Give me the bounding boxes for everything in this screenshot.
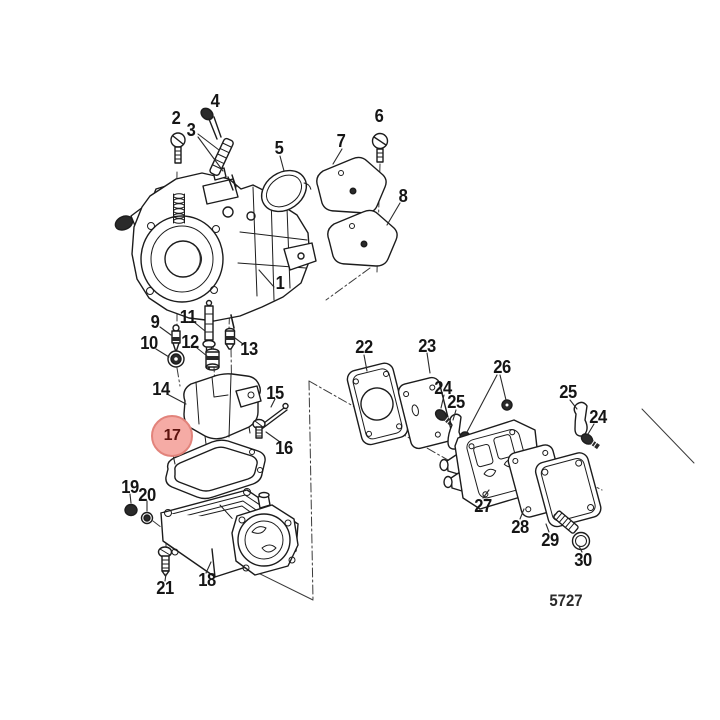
part-drawing-needle-seat-10 xyxy=(168,351,184,367)
callout-7[interactable]: 7 xyxy=(336,131,346,151)
callout-5[interactable]: 5 xyxy=(274,138,284,158)
callout-19[interactable]: 19 xyxy=(121,477,139,497)
callout-29[interactable]: 29 xyxy=(541,530,559,550)
callout-24a[interactable]: 24 xyxy=(434,378,452,398)
callout-15[interactable]: 15 xyxy=(266,383,284,403)
callout-16[interactable]: 16 xyxy=(275,438,293,458)
callout-30[interactable]: 30 xyxy=(574,550,592,570)
callout-28[interactable]: 28 xyxy=(511,517,529,537)
part-drawing-screw-24-right xyxy=(580,432,600,450)
callout-17[interactable]: 17 xyxy=(151,415,193,457)
part-drawing-pump-cover-29 xyxy=(534,451,603,529)
diagram-number: 5727 xyxy=(549,591,583,610)
callout-25b[interactable]: 25 xyxy=(559,382,577,402)
part-drawing-screw-6 xyxy=(373,134,388,163)
part-drawing-float-14 xyxy=(184,374,261,444)
callout-10[interactable]: 10 xyxy=(140,333,158,353)
leader-lines xyxy=(130,134,594,581)
callout-9[interactable]: 9 xyxy=(150,312,160,332)
part-drawing-nut-20 xyxy=(142,513,153,524)
part-drawing-drain-screw-21 xyxy=(159,547,172,576)
part-drawing-screw-2 xyxy=(171,133,185,223)
callout-23[interactable]: 23 xyxy=(418,336,436,356)
part-drawing-inlet-needle-9 xyxy=(172,325,180,352)
part-drawing-pilot-jet-13 xyxy=(226,329,235,350)
callout-4[interactable]: 4 xyxy=(210,91,220,111)
part-drawing-pump-gasket-22 xyxy=(345,361,409,446)
callout-14[interactable]: 14 xyxy=(152,379,170,399)
part-drawing-needle-valve-4 xyxy=(199,106,236,190)
callout-27[interactable]: 27 xyxy=(474,496,492,516)
callout-18[interactable]: 18 xyxy=(198,570,216,590)
part-drawing-plug-19 xyxy=(125,505,137,516)
part-drawing-float-bowl-18 xyxy=(161,489,298,578)
callout-8[interactable]: 8 xyxy=(398,186,408,206)
callout-21[interactable]: 21 xyxy=(156,578,174,598)
part-drawing-float-pin-15 xyxy=(256,404,288,432)
callout-25a[interactable]: 25 xyxy=(447,392,465,412)
part-drawing-main-jet-12 xyxy=(206,349,219,370)
callout-20[interactable]: 20 xyxy=(138,485,156,505)
callout-12[interactable]: 12 xyxy=(181,332,199,352)
callout-26[interactable]: 26 xyxy=(493,357,511,377)
part-drawing-pull-tab-25-right xyxy=(574,402,587,436)
part-drawing-cover-plate-8 xyxy=(328,210,397,266)
part-drawing-gasket-5 xyxy=(254,162,315,220)
part-drawing-check-valve-26a xyxy=(502,400,512,410)
callout-2[interactable]: 2 xyxy=(171,108,181,128)
callout-6[interactable]: 6 xyxy=(374,106,384,126)
callout-13[interactable]: 13 xyxy=(240,339,258,359)
callout-24b[interactable]: 24 xyxy=(589,407,607,427)
part-drawing-screw-16 xyxy=(253,420,265,439)
callout-3[interactable]: 3 xyxy=(186,120,196,140)
callout-1[interactable]: 1 xyxy=(275,273,285,293)
part-drawing-bowl-gasket-17 xyxy=(166,440,265,498)
part-drawing-carburetor-body xyxy=(113,168,316,331)
part-drawing-diaphragm-23 xyxy=(397,376,454,450)
frame-lines xyxy=(252,409,694,600)
callout-22[interactable]: 22 xyxy=(355,337,373,357)
callout-11[interactable]: 11 xyxy=(179,307,197,327)
part-drawing-bolt-30 xyxy=(553,510,589,549)
part-drawing-cover-plate-7 xyxy=(317,157,386,213)
